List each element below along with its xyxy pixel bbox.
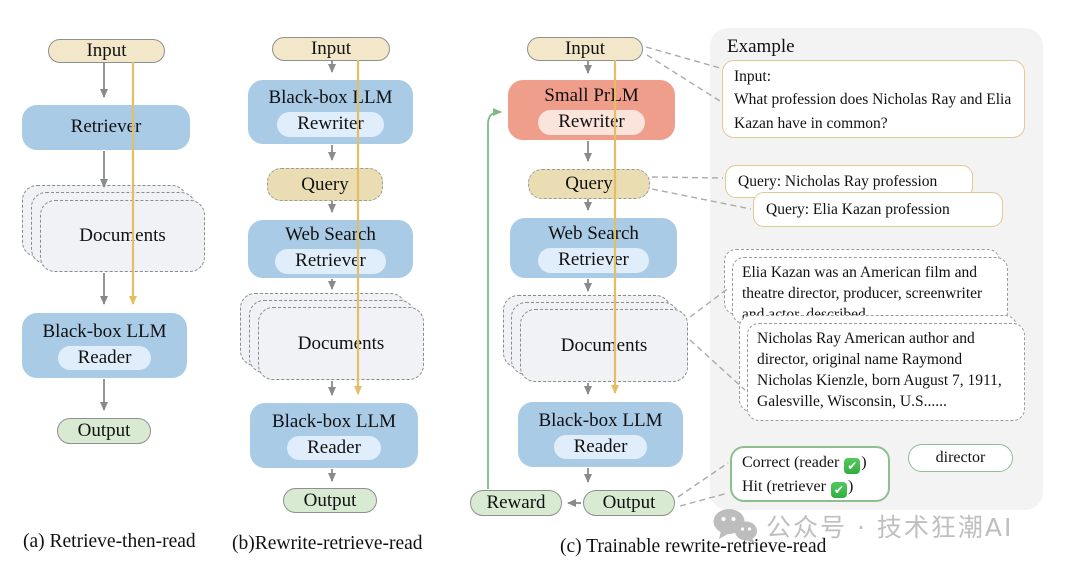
example-query2-box: Query: Elia Kazan profession	[753, 192, 1003, 227]
node-label-line1: Black-box LLM	[271, 410, 396, 432]
pipeline-b-input-node: Input	[272, 37, 390, 61]
node-label: Documents	[79, 225, 166, 246]
node-label-line2: Reader	[307, 436, 361, 458]
pipeline-c-documents-node: Documents	[520, 309, 688, 382]
pipeline-b-query-node: Query	[267, 168, 383, 201]
node-inner-pill: Reader	[57, 345, 152, 371]
paren-close: )	[861, 454, 867, 471]
correct-label: Correct (reader	[742, 454, 840, 471]
pipeline-c-query-node: Query	[528, 169, 650, 199]
hit-label: Hit (retriever	[742, 478, 826, 495]
result-hit-line: Hit (retriever✔)	[742, 475, 878, 499]
pipeline-c-web-retriever-node: Web Search Retriever	[510, 218, 677, 278]
example-answer-text: director	[935, 449, 986, 466]
pipeline-c-output-node: Output	[583, 490, 675, 516]
node-label: Query	[301, 173, 349, 195]
example-doc2-box: Nicholas Ray American author and directo…	[747, 323, 1025, 421]
node-label: Input	[564, 38, 606, 59]
pipeline-c-reward-node: Reward	[470, 490, 562, 516]
node-label-line1: Black-box LLM	[42, 320, 167, 342]
node-label: Documents	[297, 332, 385, 354]
reward-feedback-line	[487, 108, 502, 489]
node-label: Output	[303, 489, 357, 511]
pipeline-a-output-node: Output	[57, 418, 151, 444]
pipeline-b-web-retriever-node: Web Search Retriever	[248, 220, 413, 278]
example-input-question: What profession does Nicholas Ray and El…	[734, 91, 1012, 132]
example-query1-text: Query: Nicholas Ray profession	[738, 172, 938, 190]
pipeline-b-reader-node: Black-box LLM Reader	[250, 403, 418, 468]
node-label-line1: Black-box LLM	[268, 87, 393, 109]
node-label-line2: Reader	[573, 435, 628, 457]
node-label-line1: Web Search	[548, 223, 639, 245]
node-label-line2: Rewriter	[297, 113, 364, 134]
watermark-text: 公众号 · 技术狂潮AI	[766, 513, 1014, 542]
node-inner-pill: Rewriter	[277, 112, 384, 137]
connector-input-example-top	[645, 46, 721, 69]
example-input-box: Input: What profession does Nicholas Ray…	[722, 60, 1025, 138]
caption-a: (a) Retrieve-then-read	[23, 531, 196, 552]
node-label-line2: Retriever	[295, 250, 366, 271]
check-icon: ✔	[844, 458, 861, 474]
node-inner-pill: Reader	[287, 435, 381, 461]
node-label-line1: Black-box LLM	[538, 409, 663, 431]
node-label-line1: Web Search	[285, 224, 376, 246]
node-label: Reward	[486, 492, 546, 513]
example-query2-text: Query: Elia Kazan profession	[766, 200, 950, 218]
node-label: Retriever	[70, 116, 142, 138]
pipeline-b-output-node: Output	[283, 488, 377, 513]
example-answer-pill: director	[908, 444, 1013, 472]
node-label: Output	[77, 420, 131, 441]
pipeline-c-rewriter-node: Small PrLM Rewriter	[508, 80, 675, 140]
pipeline-a-reader-node: Black-box LLM Reader	[22, 313, 187, 378]
pipeline-a-retriever-node: Retriever	[22, 105, 190, 150]
example-input-label: Input:	[734, 68, 772, 85]
example-title: Example	[727, 36, 795, 57]
node-inner-pill: Retriever	[538, 248, 649, 273]
pipeline-b-documents-node: Documents	[258, 307, 424, 380]
pipeline-c-input-node: Input	[527, 37, 643, 61]
node-label-line2: Retriever	[558, 249, 629, 270]
example-doc1-box: Elia Kazan was an American film and thea…	[732, 257, 1008, 324]
node-label: Documents	[560, 334, 648, 356]
example-result-box: Correct (reader✔) Hit (retriever✔)	[730, 446, 890, 502]
paren-close: )	[847, 478, 854, 495]
example-doc2-text: Nicholas Ray American author and directo…	[757, 330, 1002, 411]
caption-c: (c) Trainable rewrite-retrieve-read	[560, 536, 827, 557]
node-label-line2: Rewriter	[558, 111, 625, 132]
node-label: Output	[602, 492, 656, 513]
node-inner-pill: Retriever	[275, 249, 386, 274]
watermark: 公众号 · 技术狂潮AI	[712, 508, 1013, 544]
node-label: Input	[86, 40, 127, 61]
node-label: Query	[565, 173, 613, 194]
pipeline-a-documents-node: Documents	[40, 200, 205, 272]
pipeline-c-reader-node: Black-box LLM Reader	[518, 402, 683, 467]
check-icon: ✔	[830, 482, 847, 498]
node-inner-pill: Rewriter	[538, 110, 645, 135]
pipeline-b-rewriter-node: Black-box LLM Rewriter	[248, 80, 413, 144]
caption-b: (b)Rewrite-retrieve-read	[232, 533, 423, 554]
wechat-icon	[713, 509, 757, 544]
node-label-line2: Reader	[77, 346, 132, 368]
node-inner-pill: Reader	[553, 434, 648, 460]
node-label-line1: Small PrLM	[544, 85, 639, 107]
pipeline-a-input-node: Input	[48, 39, 165, 63]
node-label: Input	[310, 38, 352, 59]
result-correct-line: Correct (reader✔)	[742, 451, 878, 475]
